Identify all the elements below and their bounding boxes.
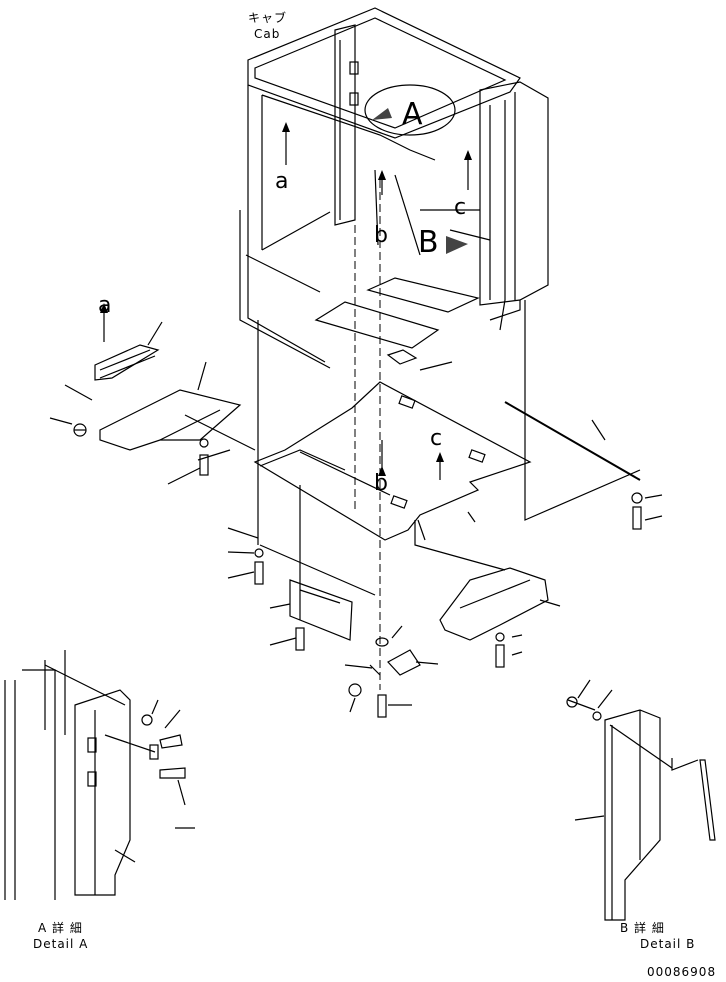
detail-b-label-en: Detail B (640, 937, 695, 951)
detail-b-label-jp: B 詳 細 (620, 920, 665, 935)
cab-assembly: A B a b c (239, 7, 549, 369)
detail-a-label-jp: A 詳 細 (38, 920, 83, 935)
callout-a-left: a (98, 293, 111, 318)
pillar-slot (349, 61, 359, 75)
callout-b-upper: b (374, 223, 388, 248)
arrow-B-icon (446, 236, 468, 254)
cab-title-jp: キャブ (248, 10, 287, 25)
side-duct (99, 389, 242, 451)
bracket-plate (289, 579, 353, 641)
callout-a-upper: a (275, 169, 288, 194)
detail-a-drawing: A 詳 細 Detail A (4, 650, 195, 951)
left-cover-group: a (73, 293, 242, 476)
arrow-A-icon (372, 108, 392, 120)
detail-b-drawing: B 詳 細 Detail B (566, 679, 716, 951)
detail-a-label-en: Detail A (33, 937, 88, 951)
leader-lines (49, 321, 663, 713)
fasteners-left (254, 544, 376, 651)
callout-c-upper: c (454, 195, 466, 220)
right-duct (439, 567, 549, 641)
floor-mats (314, 277, 480, 365)
cab-title-en: Cab (254, 27, 280, 41)
right-cover-group (439, 401, 643, 668)
document-number: 00086908 (647, 965, 716, 979)
fasteners-center (348, 637, 421, 718)
callout-b-lower: b (374, 471, 388, 496)
callout-B: B (418, 225, 439, 260)
detail-a-circle (364, 84, 456, 136)
callout-c-lower: c (430, 426, 442, 451)
floor-plate: b c (253, 381, 532, 541)
callout-A: A (402, 97, 423, 132)
